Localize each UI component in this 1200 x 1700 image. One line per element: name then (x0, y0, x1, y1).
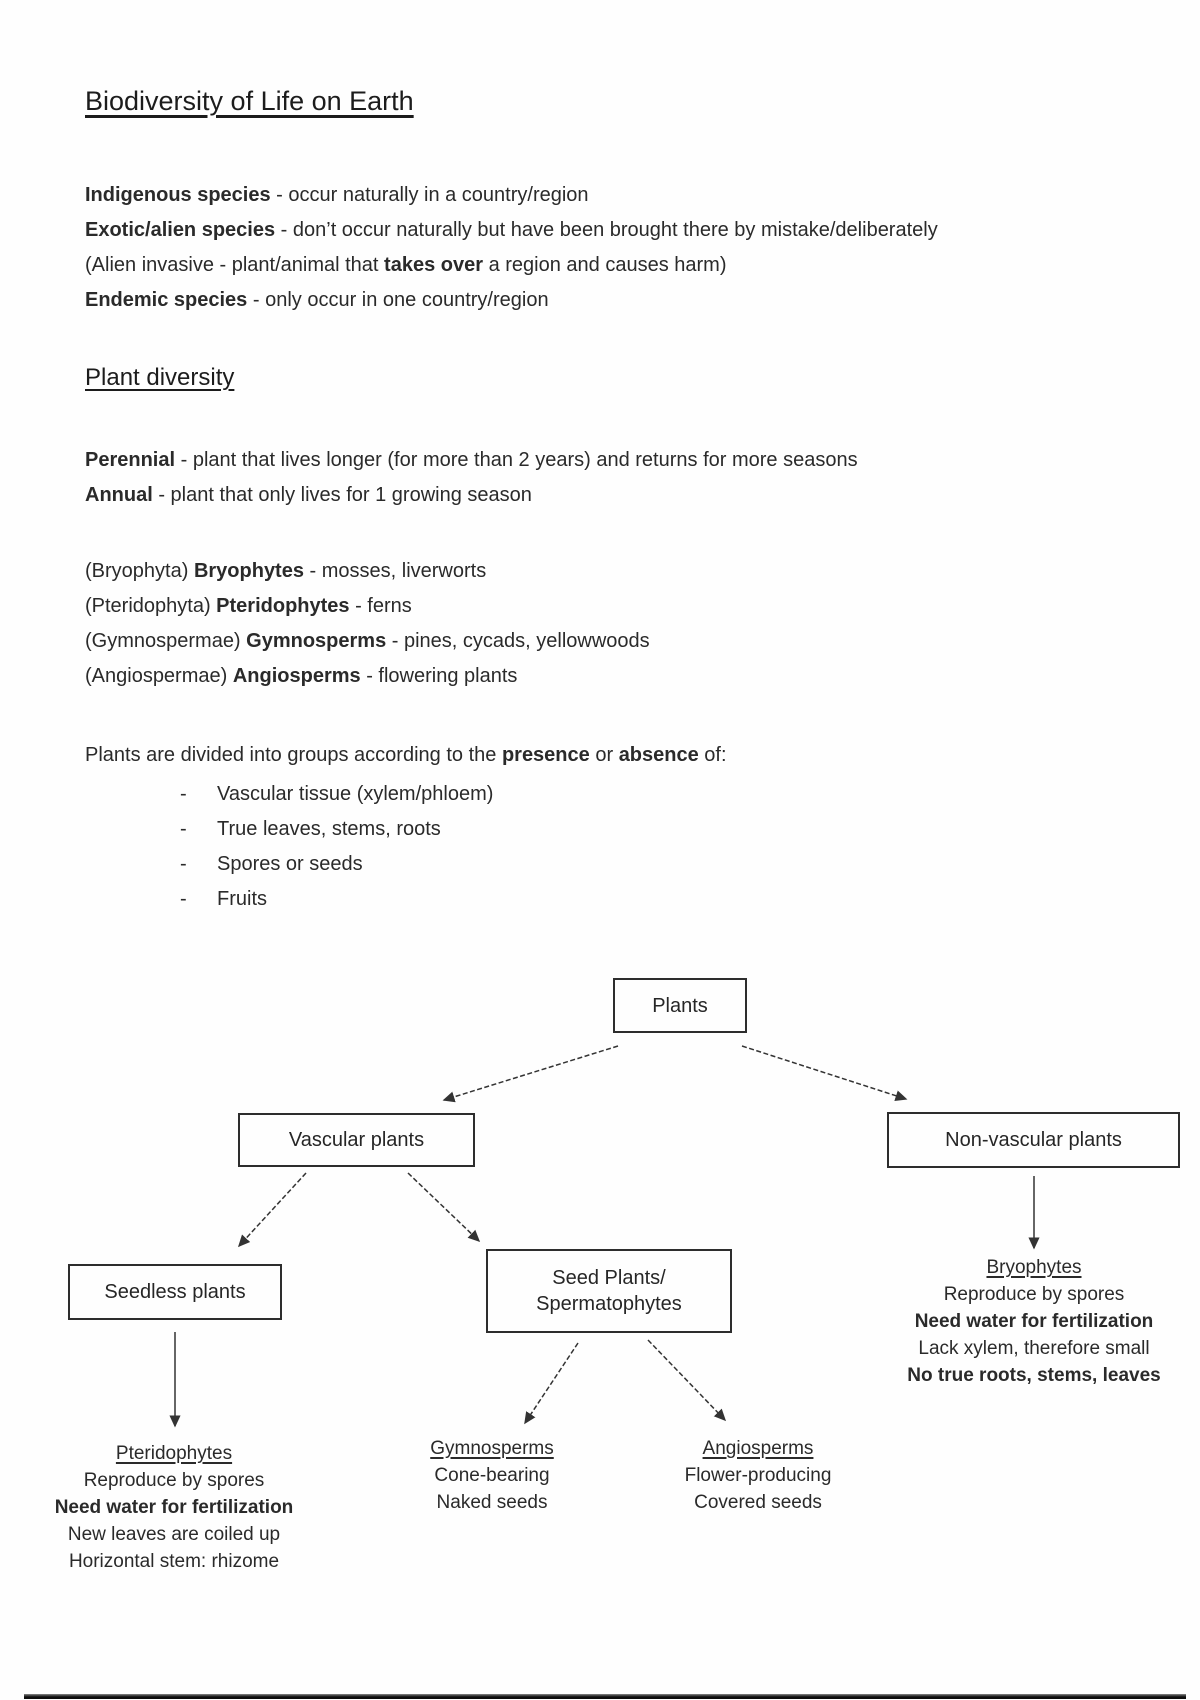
text-line: (Gymnospermae) Gymnosperms - pines, cyca… (85, 630, 650, 652)
section-heading-plant-diversity: Plant diversity (85, 364, 235, 391)
bullet-dash: - (180, 853, 187, 875)
leaf-line: Lack xylem, therefore small (918, 1338, 1150, 1359)
bullet-dash: - (180, 818, 187, 840)
node-label-line2: Spermatophytes (536, 1293, 682, 1315)
node-label: Vascular plants (288, 1129, 425, 1151)
species-definitions-paragraph: Indigenous species - occur naturally in … (85, 178, 938, 318)
bullet-item: -Fruits (85, 882, 493, 917)
text-line: Plants are divided into groups according… (85, 744, 727, 766)
text-line: Annual - plant that only lives for 1 gro… (85, 484, 532, 506)
leaf-line: Naked seeds (436, 1492, 548, 1513)
flowchart-node-vascular-plants: Vascular plants (238, 1113, 475, 1167)
leaf-line: Need water for fertilization (914, 1311, 1154, 1332)
leaf-line: Reproduce by spores (83, 1470, 265, 1491)
leaf-title: Angiosperms (702, 1438, 814, 1459)
leaf-line: Covered seeds (694, 1492, 822, 1513)
page-title: Biodiversity of Life on Earth (85, 86, 414, 116)
plant-phyla-paragraph: (Bryophyta) Bryophytes - mosses, liverwo… (85, 554, 650, 694)
arrow-plants-to-nonvascular (741, 1045, 908, 1102)
leaf-line: Need water for fertilization (54, 1497, 294, 1518)
text-line: (Pteridophyta) Pteridophytes - ferns (85, 595, 412, 617)
leaf-line: Flower-producing (684, 1465, 832, 1486)
node-label-line1: Seed Plants/ (552, 1267, 666, 1289)
arrow-vascular-to-seedless (237, 1172, 307, 1248)
division-criteria-list: -Vascular tissue (xylem/phloem)-True lea… (85, 777, 493, 917)
leaf-line: No true roots, stems, leaves (907, 1365, 1161, 1386)
arrow-seedplants-to-gymnosperms (524, 1342, 579, 1425)
perennial-annual-paragraph: Perennial - plant that lives longer (for… (85, 443, 858, 513)
node-label: Seedless plants (104, 1281, 246, 1303)
text-line: Indigenous species - occur naturally in … (85, 184, 589, 206)
arrow-vascular-to-seedplants (407, 1172, 481, 1243)
text-line: (Bryophyta) Bryophytes - mosses, liverwo… (85, 560, 487, 582)
leaf-title: Pteridophytes (115, 1443, 233, 1464)
flowchart-node-seedless-plants: Seedless plants (68, 1264, 282, 1320)
text-line: Exotic/alien species - don’t occur natur… (85, 219, 938, 241)
arrow-plants-to-vascular (442, 1045, 619, 1103)
bullet-dash: - (180, 888, 187, 910)
leaf-title: Bryophytes (986, 1257, 1082, 1278)
flowchart-node-seed-plants: Seed Plants/ Spermatophytes (486, 1249, 732, 1333)
arrow-seedplants-to-angiosperms (647, 1339, 727, 1422)
node-label: Seed Plants/ Spermatophytes (536, 1265, 682, 1317)
leaf-title: Gymnosperms (430, 1438, 554, 1459)
node-label: Plants (652, 994, 708, 1017)
bullet-item: -Spores or seeds (85, 847, 493, 882)
leaf-line: Reproduce by spores (943, 1284, 1125, 1305)
node-label: Non-vascular plants (945, 1129, 1122, 1151)
text-line: Perennial - plant that lives longer (for… (85, 449, 858, 471)
bullet-item: -Vascular tissue (xylem/phloem) (85, 777, 493, 812)
bullet-item: -True leaves, stems, roots (85, 812, 493, 847)
page-bottom-rule (24, 1694, 1186, 1699)
bullet-dash: - (180, 783, 187, 805)
leaf-line: Horizontal stem: rhizome (68, 1551, 280, 1572)
text-line: (Angiospermae) Angiosperms - flowering p… (85, 665, 518, 687)
text-line: (Alien invasive - plant/animal that take… (85, 254, 727, 276)
text-line: Endemic species - only occur in one coun… (85, 289, 549, 311)
division-intro-line: Plants are divided into groups according… (85, 738, 727, 773)
leaf-line: Cone-bearing (434, 1465, 550, 1486)
flowchart-node-nonvascular-plants: Non-vascular plants (887, 1112, 1180, 1168)
flowchart-node-plants: Plants (613, 978, 747, 1033)
leaf-line: New leaves are coiled up (67, 1524, 281, 1545)
